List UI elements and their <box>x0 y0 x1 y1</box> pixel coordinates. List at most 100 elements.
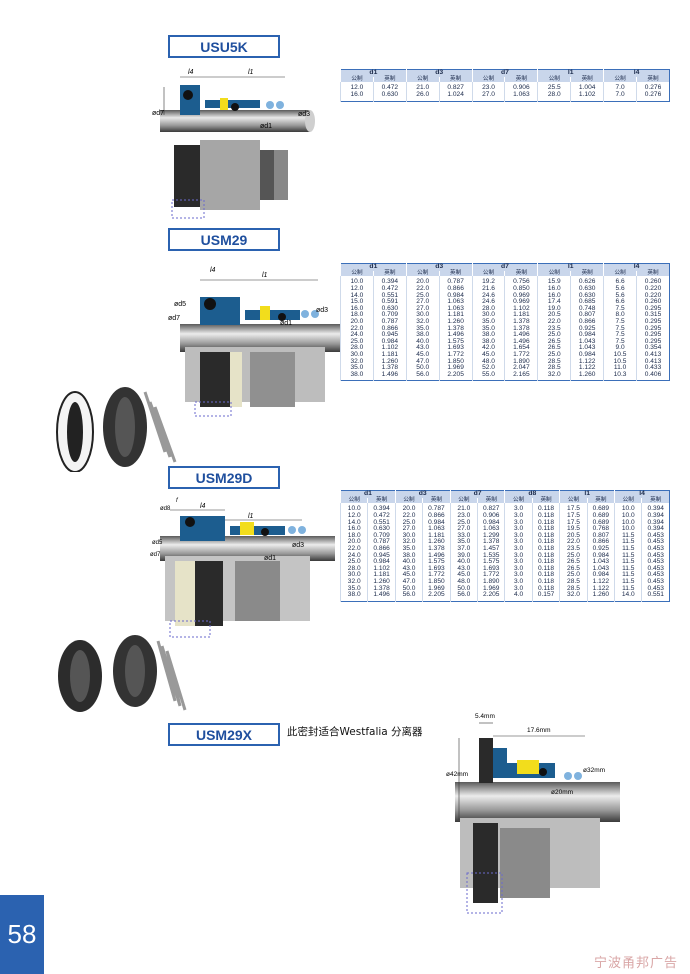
table-cell: 14.0 <box>339 519 368 527</box>
table-cell: 12.0 <box>339 512 368 520</box>
table-cell: 5.6 <box>603 285 637 293</box>
table-cell: 16.0 <box>340 305 374 313</box>
sub-metric: 公制 <box>537 76 571 83</box>
table-cell: 48.0 <box>471 358 505 366</box>
table-cell: 23.0 <box>449 512 478 520</box>
table-cell: 45.0 <box>449 572 478 579</box>
table-cell: 17.5 <box>559 519 588 527</box>
table-cell: 0.866 <box>570 318 604 326</box>
table-cell: 0.925 <box>586 545 615 553</box>
table-cell: 30.0 <box>405 312 440 319</box>
table-cell: 21.0 <box>449 503 478 513</box>
table-cell: 38.0 <box>471 338 505 346</box>
table-cell: 35.0 <box>340 365 374 372</box>
table-cell: 0.118 <box>531 585 560 593</box>
table-cell: 11.5 <box>614 545 642 553</box>
sub-metric: 公制 <box>504 497 533 504</box>
table-cell: 3.0 <box>504 545 533 553</box>
table-cell: 25.0 <box>559 572 588 579</box>
table-cell: 38.0 <box>405 332 440 339</box>
table-cell: 0.118 <box>531 552 560 560</box>
table-cell: 1.063 <box>504 91 538 102</box>
table-cell: 20.5 <box>537 312 571 319</box>
title-usm29x: USM29X <box>168 723 280 746</box>
col-d3: d3 <box>405 263 473 271</box>
table-cell: 0.866 <box>438 285 473 293</box>
col-d1: d1 <box>340 263 407 271</box>
table-cell: 0.969 <box>504 299 538 306</box>
table-cell: 23.0 <box>471 82 505 92</box>
table-cell: 32.0 <box>559 591 588 602</box>
table-cell: 0.984 <box>477 519 505 527</box>
table-cell: 0.827 <box>438 82 473 92</box>
table-cell: 7.5 <box>603 338 637 346</box>
table-cell: 0.984 <box>570 332 604 339</box>
table-cell: 28.0 <box>340 345 374 352</box>
label-d7: ød7 <box>150 552 161 558</box>
table-cell: 0.866 <box>586 539 615 546</box>
table-cell: 19.5 <box>559 526 588 533</box>
table-cell: 0.850 <box>504 285 538 293</box>
col-d8: d8 <box>504 490 560 498</box>
table-cell: 20.0 <box>394 503 423 513</box>
table-cell: 0.984 <box>372 338 407 346</box>
table-cell: 1.063 <box>438 305 473 313</box>
table-cell: 1.575 <box>438 338 473 346</box>
table-cell: 0.551 <box>367 519 396 527</box>
table-cell: 25.0 <box>537 351 571 359</box>
table-cell: 32.0 <box>537 371 571 381</box>
table-cell: 0.394 <box>641 519 670 527</box>
table-cell: 0.945 <box>372 332 407 339</box>
table-cell: 7.0 <box>603 82 637 92</box>
table-cell: 0.295 <box>636 332 670 339</box>
table-cell: 3.0 <box>504 519 533 527</box>
col-d7: d7 <box>471 263 538 271</box>
table-cell: 0.984 <box>586 552 615 560</box>
table-cell: 3.0 <box>504 503 533 513</box>
table-cell: 7.5 <box>603 325 637 333</box>
table-cell: 0.984 <box>438 292 473 300</box>
table-cell: 55.0 <box>471 371 505 381</box>
sub-imperial: 英制 <box>504 270 538 277</box>
table-cell: 1.181 <box>422 532 451 540</box>
page-number: 58 <box>0 895 44 974</box>
table-cell: 50.0 <box>394 585 423 593</box>
table-cell: 40.0 <box>394 559 423 566</box>
table-cell: 11.5 <box>614 585 642 593</box>
table-cell: 1.299 <box>477 532 505 540</box>
table-cell: 0.260 <box>636 299 670 306</box>
label-d8: ød8 <box>160 506 171 512</box>
spec-table-usm29d: d1 d3 d7 d8 l1 l4 公制英制 公制英制 公制英制 公制英制 公制… <box>339 490 670 602</box>
label-d1: ød1 <box>264 555 276 562</box>
table-cell: 24.0 <box>340 332 374 339</box>
table-cell: 1.043 <box>570 345 604 352</box>
table-cell: 0.787 <box>367 539 396 546</box>
table-cell: 32.0 <box>405 318 440 326</box>
sub-metric: 公制 <box>603 270 637 277</box>
table-cell: 5.6 <box>603 292 637 300</box>
table-cell: 1.043 <box>570 338 604 346</box>
table-cell: 0.118 <box>531 545 560 553</box>
table-cell: 22.0 <box>340 325 374 333</box>
table-cell: 1.378 <box>372 365 407 372</box>
sub-metric: 公制 <box>405 76 440 83</box>
label-d3: ød3 <box>292 542 304 549</box>
table-cell: 10.0 <box>339 503 368 513</box>
table-cell: 12.0 <box>340 285 374 293</box>
table-cell: 16.0 <box>537 285 571 293</box>
table-cell: 10.0 <box>614 512 642 520</box>
table-cell: 28.0 <box>339 565 368 573</box>
sub-imperial: 英制 <box>438 270 473 277</box>
table-cell: 0.157 <box>531 591 560 602</box>
table-cell: 2.047 <box>504 365 538 372</box>
sub-metric: 公制 <box>394 497 423 504</box>
